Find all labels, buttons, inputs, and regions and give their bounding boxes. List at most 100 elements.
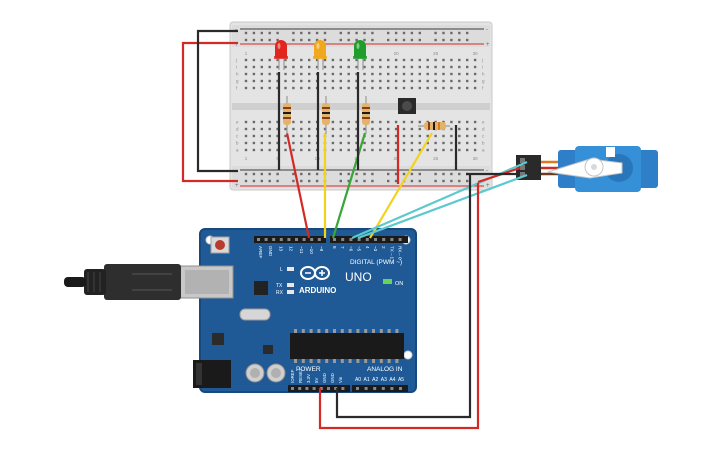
- row-letter-label: h: [236, 72, 239, 77]
- row-letter-label: b: [482, 141, 485, 146]
- analog-label: ANALOG IN: [367, 366, 403, 373]
- wire-red-rail-link: [181, 41, 238, 183]
- crystal: [239, 308, 271, 321]
- wire-red-signal: [285, 132, 311, 239]
- row-number-label: 25: [433, 156, 439, 161]
- analog-header: [352, 385, 408, 392]
- power-pin-label: GND: [330, 373, 335, 383]
- on-label: ON: [395, 281, 403, 287]
- row-letter-label: i: [236, 65, 237, 70]
- row-letter-label: f: [482, 86, 484, 91]
- digital-pin-label: ~11: [299, 246, 304, 254]
- row-letter-label: c: [482, 134, 485, 139]
- rail-polarity-label: +: [486, 183, 490, 189]
- digital-header-right: [330, 236, 408, 243]
- wire-yellow-button: [369, 132, 433, 239]
- power-label: POWER: [296, 366, 321, 373]
- digital-pin-label: ~5: [357, 246, 362, 252]
- digital-pin-label: ~6: [348, 246, 353, 252]
- power-led: [383, 279, 392, 284]
- wire-black-gnd: [335, 173, 472, 419]
- usb-connector: [178, 265, 234, 299]
- dc-jack: [193, 360, 231, 388]
- analog-pin-label: A2: [372, 377, 378, 383]
- digital-label: DIGITAL (PWM ~): [350, 259, 402, 266]
- rail-polarity-label: +: [235, 42, 239, 48]
- digital-pin-label: RX←0: [398, 246, 403, 260]
- digital-pin-label: 7: [340, 246, 345, 249]
- row-number-label: 5: [276, 156, 279, 161]
- row-number-label: 30: [473, 156, 479, 161]
- wire-green-signal: [331, 132, 367, 239]
- digital-pin-label: GND: [268, 246, 273, 257]
- digital-pin-label: 13: [278, 246, 283, 252]
- digital-pin-label: 4: [365, 246, 370, 249]
- tx-led: [287, 283, 294, 287]
- tx-led-label: TX: [276, 283, 283, 289]
- pushbutton[interactable]: [398, 98, 416, 114]
- rail-polarity-label: +: [486, 42, 490, 48]
- resistor: [283, 96, 291, 134]
- row-letter-label: e: [236, 120, 239, 125]
- row-letter-label: c: [236, 134, 239, 139]
- row-letter-label: e: [482, 120, 485, 125]
- wire-cyan-servo: [357, 173, 528, 240]
- reset-button[interactable]: [210, 236, 230, 254]
- wires: [181, 29, 528, 430]
- row-number-label: 25: [433, 51, 439, 56]
- digital-pin-label: ~10: [309, 246, 314, 254]
- l-led-label: L: [280, 267, 283, 273]
- digital-pin-label: 2: [381, 246, 386, 249]
- l-led: [287, 267, 294, 271]
- digital-pin-label: AREF: [258, 246, 263, 258]
- row-letter-label: f: [236, 86, 238, 91]
- analog-pin-label: A3: [381, 377, 387, 383]
- row-letter-label: d: [482, 127, 485, 132]
- row-letter-label: h: [482, 72, 485, 77]
- usb-cable: [64, 264, 181, 300]
- row-number-label: 1: [245, 51, 248, 56]
- analog-pin-label: A0: [355, 377, 361, 383]
- arduino-model: UNO: [345, 270, 372, 284]
- row-letter-label: j: [481, 58, 483, 63]
- row-letter-label: b: [236, 141, 239, 146]
- yellow-led: [313, 40, 327, 70]
- analog-pin-label: A4: [389, 377, 395, 383]
- row-number-label: 30: [473, 51, 479, 56]
- row-number-label: 20: [394, 156, 400, 161]
- analog-pin-label: A5: [398, 377, 404, 383]
- power-pin-label: 3.3V: [306, 374, 311, 383]
- green-led: [353, 40, 367, 70]
- resistor: [322, 96, 330, 134]
- row-letter-label: g: [482, 79, 485, 84]
- digital-pin-label: 8: [332, 246, 337, 249]
- row-number-label: 1: [245, 156, 248, 161]
- row-letter-label: i: [482, 65, 483, 70]
- resistor: [418, 122, 450, 130]
- capacitor: [245, 363, 265, 383]
- breadboard: 115510101515202025253030jjiihhggffeeddcc…: [229, 21, 493, 191]
- row-letter-label: d: [236, 127, 239, 132]
- rail-polarity-label: -: [486, 27, 488, 33]
- resistor: [362, 96, 370, 134]
- row-number-label: 20: [394, 51, 400, 56]
- rx-led: [287, 290, 294, 294]
- power-pin-label: GND: [322, 373, 327, 383]
- digital-pin-label: ~9: [319, 246, 324, 252]
- rail-polarity-label: -: [486, 168, 488, 174]
- red-led: [274, 40, 288, 70]
- power-pin-label: Vin: [338, 376, 343, 383]
- servo-motor: [516, 146, 658, 192]
- row-letter-label: a: [482, 148, 485, 153]
- power-pin-label: 5V: [314, 378, 319, 383]
- digital-pin-label: ~3: [373, 246, 378, 252]
- arduino-brand: ARDUINO: [299, 286, 336, 295]
- resistors: [283, 96, 450, 134]
- atmega-chip: [290, 329, 404, 363]
- power-pin-label: IOREF: [290, 369, 295, 383]
- row-letter-label: j: [235, 58, 237, 63]
- wire-red-5v: [318, 183, 480, 430]
- usb-chip: [254, 281, 268, 295]
- power-pin-label: RESET: [298, 368, 303, 383]
